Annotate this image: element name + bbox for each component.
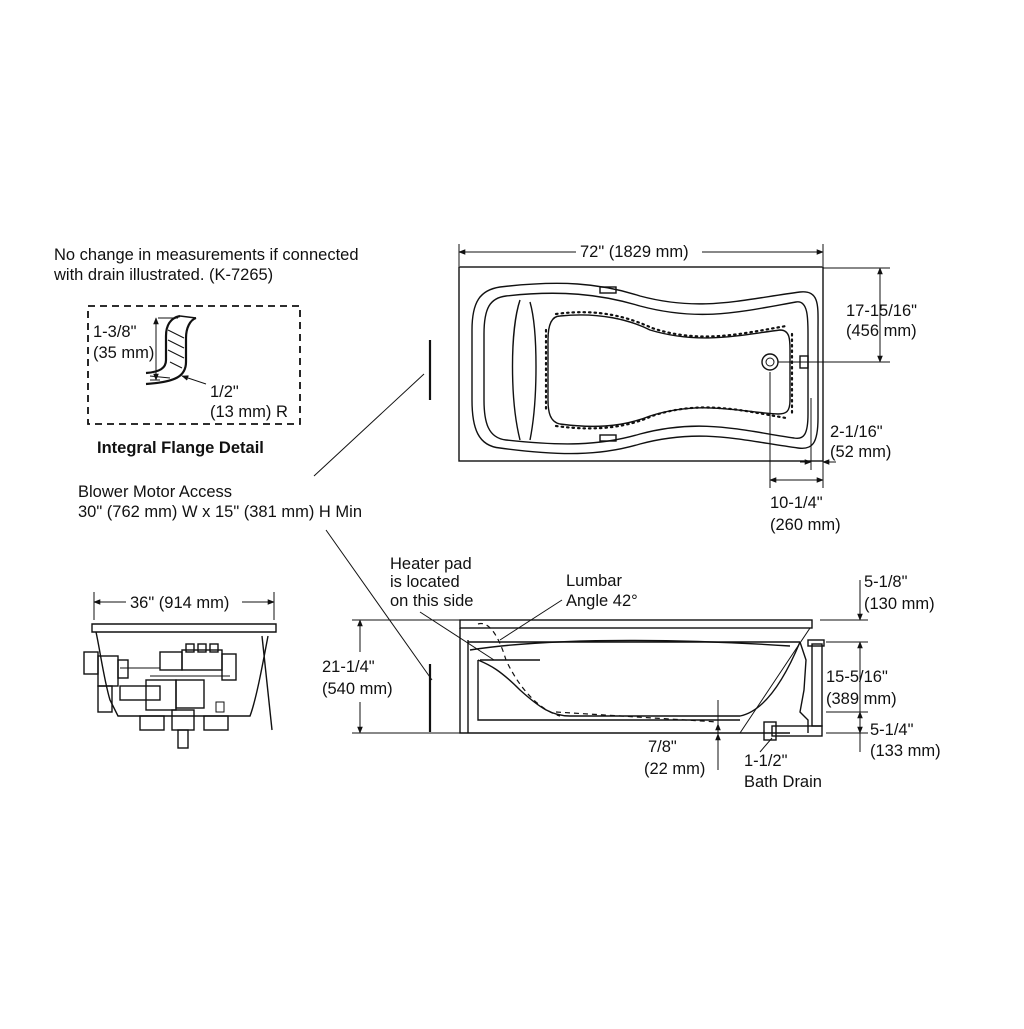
drain-label: Bath Drain [744,773,822,791]
gap-in: 7/8" [648,738,677,756]
blower-line-1: Blower Motor Access [78,483,232,501]
depth-mm: (389 mm) [826,690,897,708]
drain-from-end-in: 10-1/4" [770,494,823,512]
flange-radius-mm: (13 mm) R [210,403,288,421]
flange-detail-frame [87,305,301,425]
tub-deck-outline [458,266,824,462]
drain-offset-mm: (456 mm) [846,322,917,340]
handle-icon [599,434,617,442]
drain-offset-in: 17-15/16" [846,302,917,320]
overflow-pipe-icon [811,643,823,727]
note-line-2: with drain illustrated. (K-7265) [53,266,273,284]
heater-icon [145,679,177,711]
blower-icon [181,649,223,671]
flange-height-in: 1-3/8" [93,323,137,341]
plan-view: 72" (1829 mm) 17-15/16" (456 mm) [458,243,917,534]
note-line-1: No change in measurements if connected [54,246,359,264]
flange-width-mm: (52 mm) [830,443,891,461]
blower-line-2: 30" (762 mm) W x 15" (381 mm) H Min [78,503,362,521]
drain-from-end-mm: (260 mm) [770,516,841,534]
depth-in: 15-5/16" [826,668,888,686]
handle-icon [599,286,617,294]
heater-line-2: is located [390,573,460,591]
flange-height-mm: (35 mm) [93,344,154,362]
drain-pipe-icon [177,729,189,749]
flange-radius-in: 1/2" [210,383,239,401]
plan-length: 72" (1829 mm) [580,243,689,261]
end-view: 36" (914 mm) [83,592,277,749]
end-width: 36" (914 mm) [130,594,229,612]
flange-detail-title: Integral Flange Detail [97,439,264,457]
drain-size: 1-1/2" [744,752,788,770]
side-height-mm: (540 mm) [322,680,393,698]
heater-line-3: on this side [390,592,473,610]
side-height-in: 21-1/4" [322,658,375,676]
drain-fitting-icon [771,725,823,737]
gap-mm: (22 mm) [644,760,705,778]
lumbar-line-2: Angle 42° [566,592,638,610]
heater-line-1: Heater pad [390,555,472,573]
lumbar-line-1: Lumbar [566,572,622,590]
flange-width-in: 2-1/16" [830,423,883,441]
drain-height-mm: (133 mm) [870,742,941,760]
top-height-mm: (130 mm) [864,595,935,613]
drain-height-in: 5-1/4" [870,721,914,739]
flange-detail: 1-3/8" (35 mm) 1/2" (13 mm) R Integral F… [87,305,301,457]
top-height-in: 5-1/8" [864,573,908,591]
drain-icon [761,353,779,371]
side-view: 21-1/4" (540 mm) Heater pad is located o… [322,555,941,791]
